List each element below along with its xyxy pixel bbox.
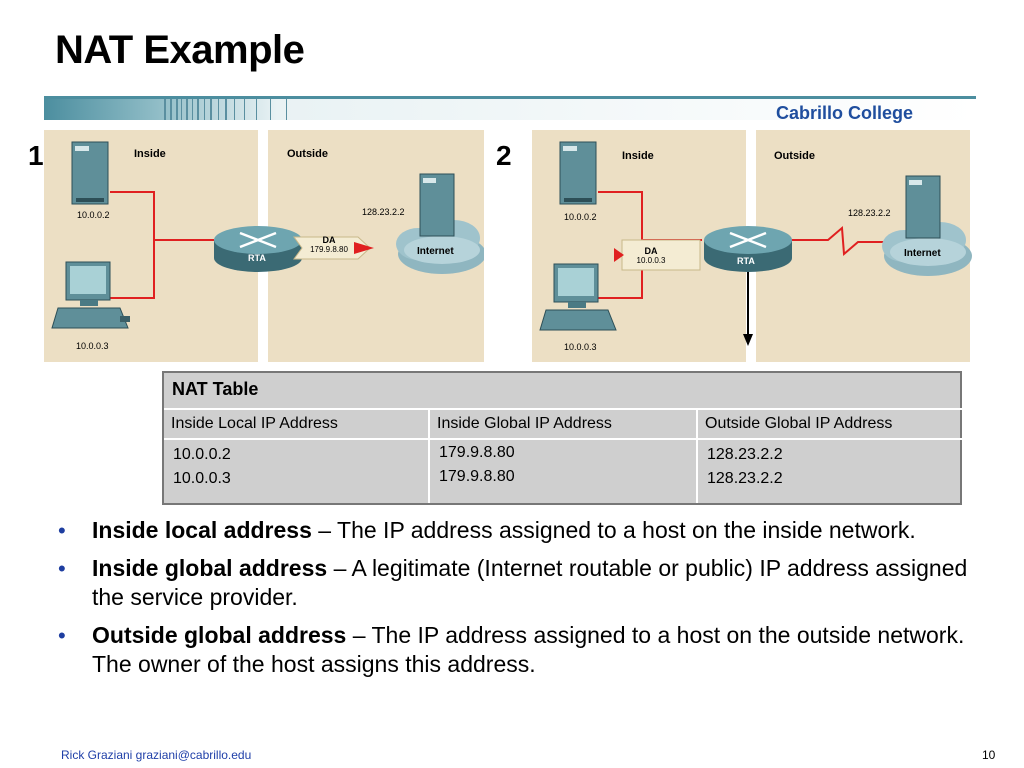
- nat-cell: 179.9.8.80: [439, 468, 515, 485]
- diagram-1-packet-title: DA: [322, 235, 336, 245]
- definition-text: – A legitimate (Internet routable or pub…: [92, 555, 968, 610]
- diagram-2-packet-title: DA: [644, 246, 658, 256]
- diagram-1-network: [51, 141, 484, 329]
- diagram-1-packet-addr: 179.9.8.80: [310, 245, 348, 254]
- nat-column-inside-global: Inside Global IP Address 179.9.8.80 179.…: [428, 408, 698, 503]
- definition-item: • Outside global address – The IP addres…: [58, 621, 978, 679]
- router-icon: [214, 226, 302, 272]
- packet-icon: [293, 236, 374, 260]
- diagram-2-host2-ip: 10.0.0.3: [564, 342, 597, 352]
- diagram-2-server-ip: 128.23.2.2: [848, 208, 891, 218]
- packet-icon: [614, 239, 701, 271]
- definition-item: • Inside local address – The IP address …: [58, 516, 978, 545]
- diagram-2-packet: DA 10.0.0.3: [624, 246, 678, 266]
- diagram-2-packet-addr: 10.0.0.3: [636, 256, 666, 265]
- diagram-2-host1-ip: 10.0.0.2: [564, 212, 597, 222]
- pc-icon: [539, 263, 617, 331]
- diagram-1-outside-label: Outside: [287, 148, 328, 160]
- bullet-icon: •: [58, 518, 66, 543]
- diagram-1-packet: DA 179.9.8.80: [300, 235, 358, 255]
- nat-table: NAT Table Inside Local IP Address 10.0.0…: [162, 371, 962, 505]
- header-banner: [44, 96, 976, 120]
- diagram-1-internet-label: Internet: [417, 246, 454, 257]
- diagram-1-router-label: RTA: [248, 253, 266, 263]
- bullet-icon: •: [58, 556, 66, 581]
- definition-text: – The IP address assigned to a host on t…: [311, 517, 916, 543]
- definition-item: • Inside global address – A legitimate (…: [58, 554, 978, 612]
- internet-cloud-icon: [882, 222, 972, 276]
- nat-column-inside-local: Inside Local IP Address 10.0.0.2 10.0.0.…: [164, 408, 428, 503]
- definition-term: Inside local address: [92, 517, 312, 543]
- diagram-2-outside-label: Outside: [774, 150, 815, 162]
- nat-cell: 10.0.0.2: [173, 446, 231, 463]
- diagram-2-internet-label: Internet: [904, 248, 941, 259]
- nat-table-title: NAT Table: [172, 379, 259, 399]
- nat-cell: 10.0.0.3: [173, 470, 231, 487]
- diagram-2-inside-label: Inside: [622, 150, 654, 162]
- definition-list: • Inside local address – The IP address …: [58, 516, 978, 688]
- nat-header: Outside Global IP Address: [698, 408, 962, 440]
- diagram-1-server-ip: 128.23.2.2: [362, 207, 405, 217]
- diagram-2-router-label: RTA: [737, 256, 755, 266]
- router-icon: [704, 226, 792, 272]
- server-icon: [905, 175, 941, 239]
- nat-cell: 128.23.2.2: [707, 446, 783, 463]
- college-brand: Cabrillo College: [776, 103, 914, 123]
- diagram-1-number: 1: [28, 140, 44, 171]
- definition-term: Outside global address: [92, 622, 347, 648]
- page-title: NAT Example: [55, 28, 305, 72]
- bullet-icon: •: [58, 623, 66, 648]
- definition-text: – The IP address assigned to a host on t…: [92, 622, 965, 677]
- diagram-1-host2-ip: 10.0.0.3: [76, 341, 109, 351]
- nat-cell: 128.23.2.2: [707, 470, 783, 487]
- nat-header: Inside Local IP Address: [164, 408, 428, 440]
- server-icon: [71, 141, 109, 205]
- nat-column-outside-global: Outside Global IP Address 128.23.2.2 128…: [696, 408, 962, 503]
- diagram-2-network: [539, 141, 972, 346]
- nat-header: Inside Global IP Address: [430, 408, 698, 440]
- page-number: 10: [982, 748, 996, 762]
- server-icon: [559, 141, 597, 205]
- pc-icon: [51, 261, 130, 329]
- diagram-2-number: 2: [496, 140, 512, 171]
- nat-cell: 179.9.8.80: [439, 444, 515, 461]
- diagram-1-inside-label: Inside: [134, 148, 166, 160]
- footer-author: Rick Graziani graziani@cabrillo.edu: [61, 748, 252, 762]
- definition-term: Inside global address: [92, 555, 328, 581]
- down-arrow-icon: [743, 270, 753, 346]
- diagram-1-host1-ip: 10.0.0.2: [77, 210, 110, 220]
- server-icon: [419, 173, 455, 237]
